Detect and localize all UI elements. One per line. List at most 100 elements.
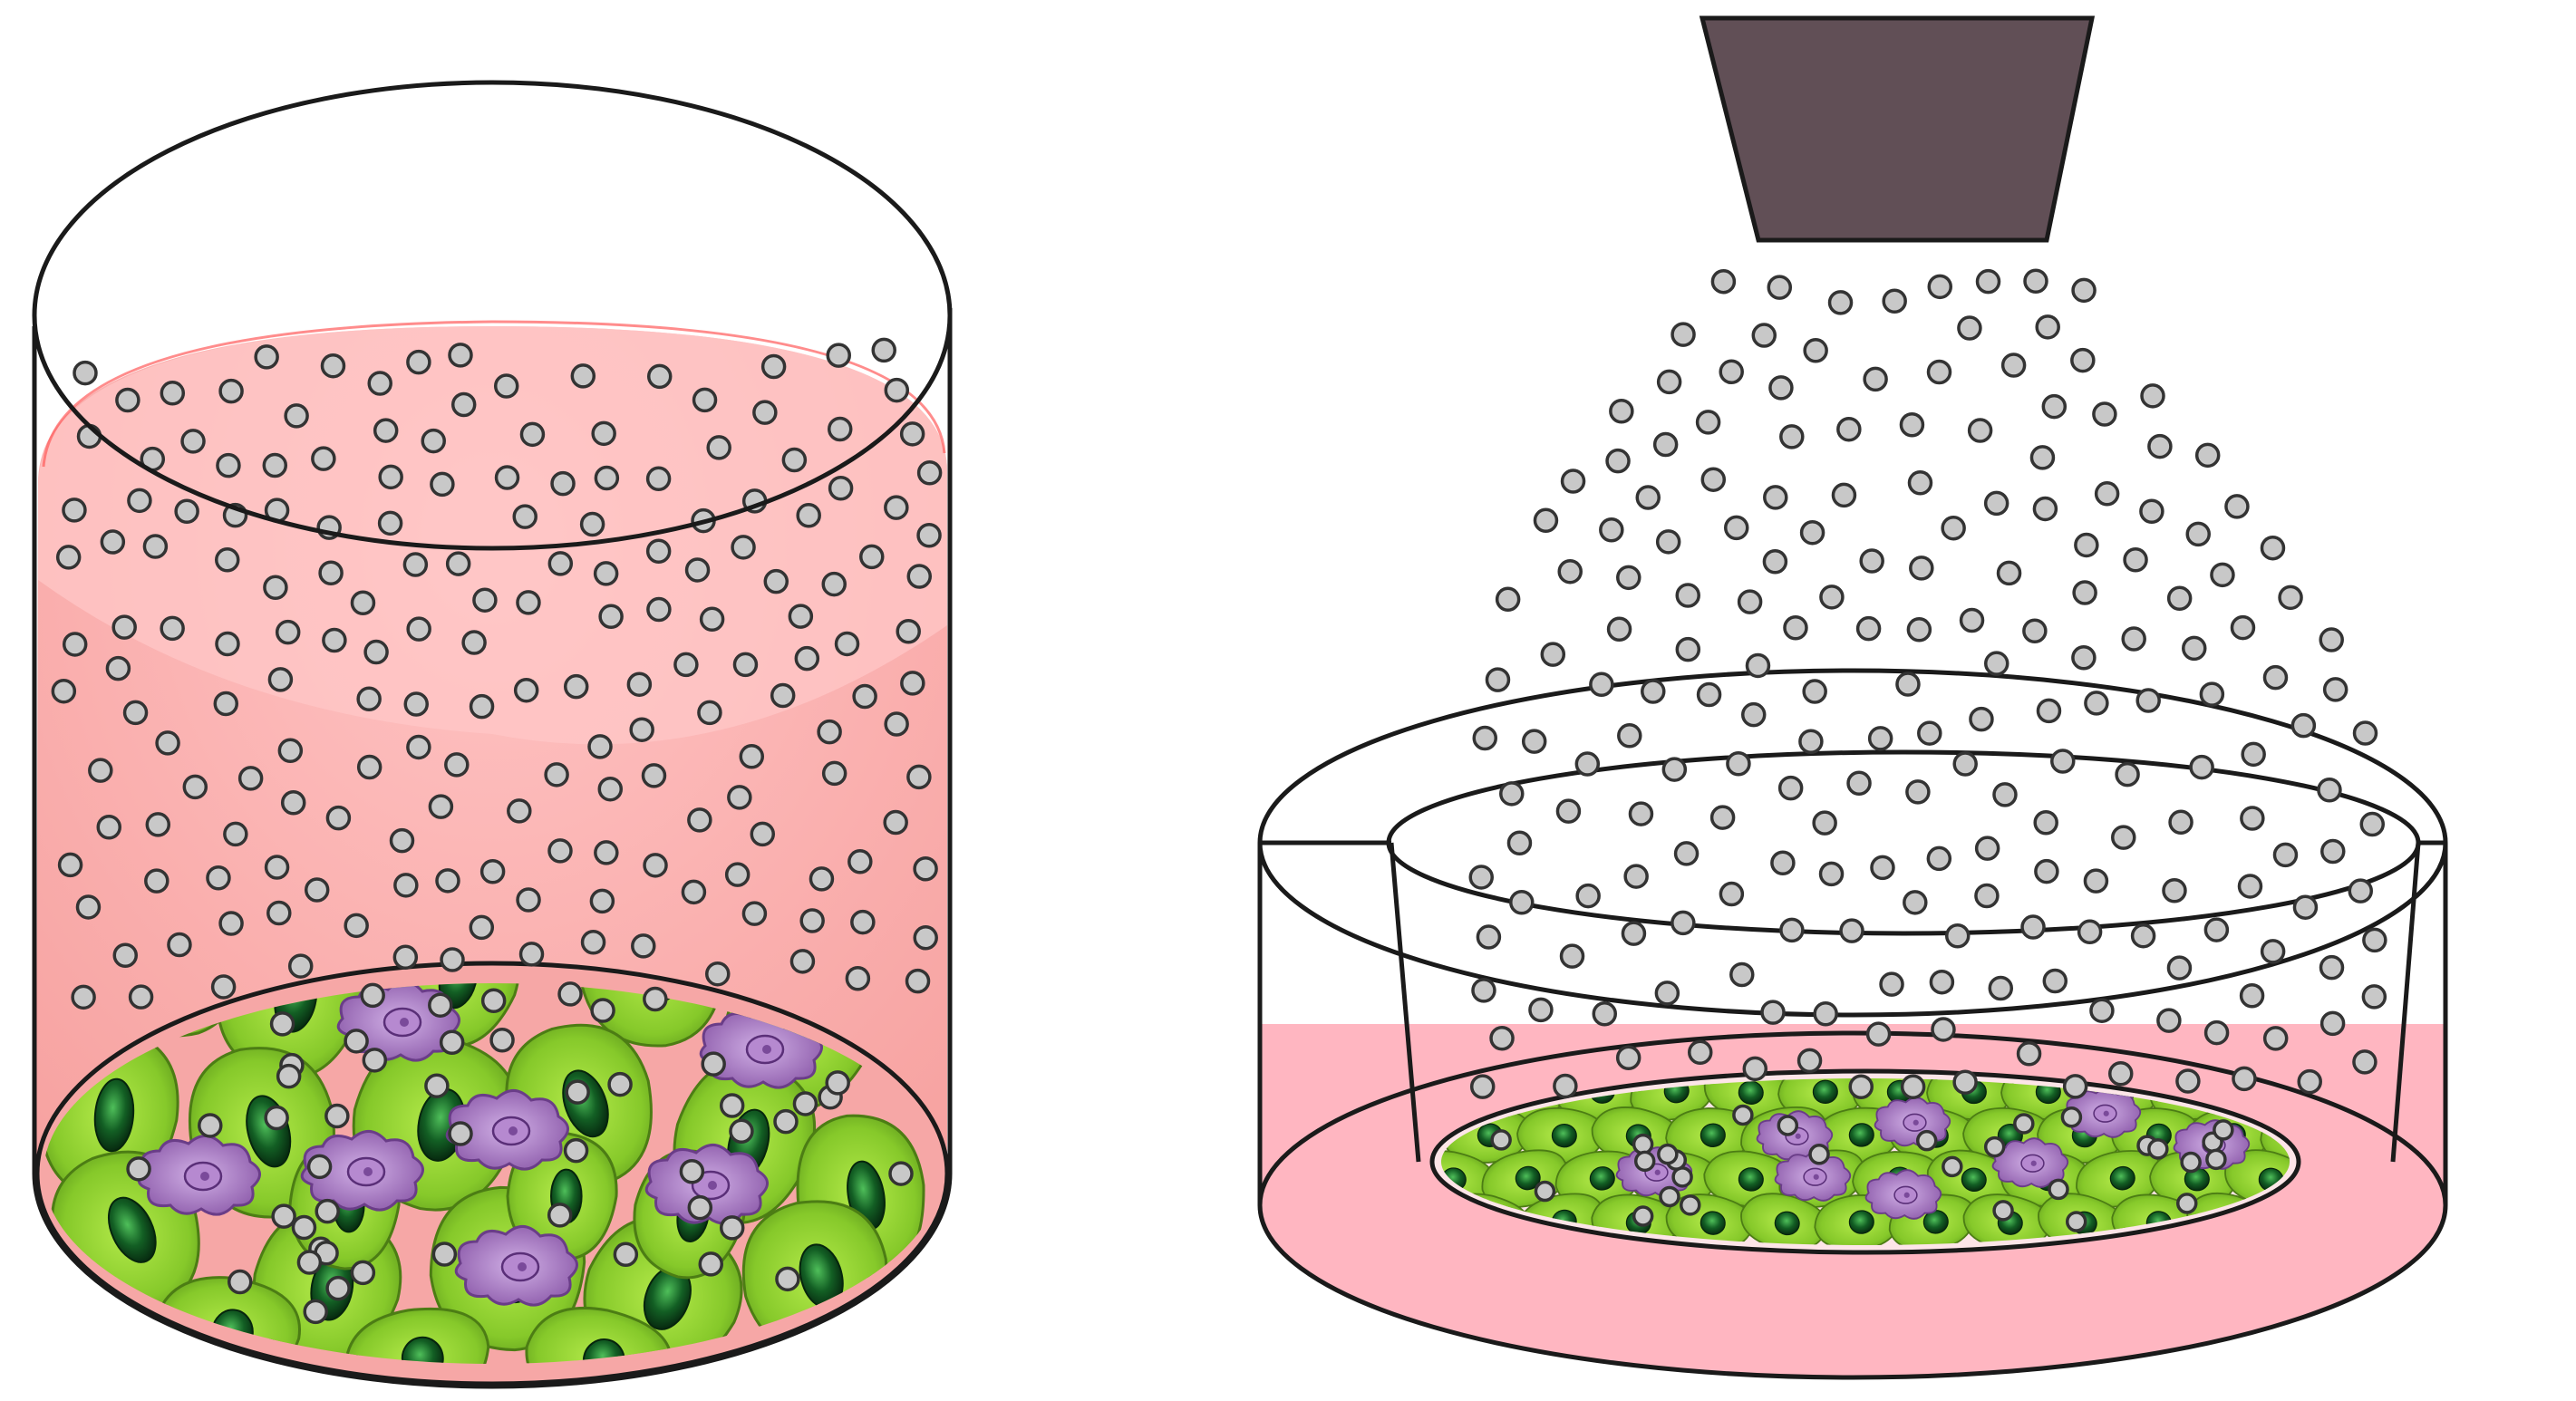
particle-icon [1695, 410, 1721, 435]
particle-icon [264, 855, 290, 880]
particle-icon [697, 700, 722, 726]
particle-icon [850, 909, 876, 935]
epithelial-cell-icon [1740, 1193, 1828, 1245]
particle-icon [263, 575, 288, 601]
particle-icon [2023, 268, 2048, 295]
particle-icon [512, 504, 537, 529]
particle-icon [322, 627, 347, 653]
particle-icon [1623, 864, 1649, 889]
particle-icon [1983, 1135, 2006, 1158]
particle-icon [883, 809, 908, 836]
particle-icon [284, 403, 309, 429]
particle-icon [1495, 586, 1521, 613]
particle-icon [2239, 982, 2265, 1009]
particle-icon [2084, 691, 2109, 716]
particle-icon [2072, 580, 2097, 605]
particle-icon [1917, 720, 1942, 746]
particle-icon [739, 744, 765, 769]
particle-icon [1635, 485, 1661, 510]
particle-icon [1632, 1133, 1654, 1155]
particle-icon [223, 821, 248, 847]
particle-icon [629, 717, 654, 742]
particle-icon [306, 1154, 333, 1180]
particle-icon [303, 1299, 328, 1325]
particle-icon [796, 502, 821, 528]
macrophage-icon [300, 1130, 424, 1212]
particle-icon [519, 421, 546, 448]
particle-icon [687, 807, 712, 833]
particle-icon [1909, 556, 1934, 581]
particle-icon [1770, 850, 1796, 875]
particle-icon [1819, 585, 1845, 610]
particle-icon [2022, 618, 2048, 644]
particle-icon [318, 560, 344, 586]
particle-icon [2162, 878, 2187, 903]
particle-icon [1729, 961, 1755, 988]
particle-icon [827, 416, 853, 442]
particle-icon [1974, 836, 2000, 861]
particle-icon [794, 645, 820, 672]
particle-icon [799, 908, 825, 933]
particle-icon [1490, 1129, 1512, 1151]
macrophage-icon [2064, 1087, 2142, 1138]
particle-icon [237, 766, 264, 791]
particle-icon [547, 551, 574, 576]
particle-icon [2166, 955, 2193, 981]
particle-icon [2070, 347, 2096, 373]
particle-icon [1900, 1074, 1926, 1100]
particle-icon [2121, 626, 2146, 652]
particle-icon [1700, 467, 1727, 492]
particle-icon [96, 814, 121, 840]
particle-icon [1737, 589, 1763, 614]
particle-icon [2020, 914, 2046, 940]
particle-icon [2092, 401, 2117, 427]
particle-icon [701, 1051, 726, 1077]
particle-icon [320, 353, 346, 379]
particle-icon [88, 758, 113, 783]
particle-icon [1659, 1185, 1680, 1208]
particle-icon [1931, 1017, 1956, 1042]
particle-icon [1617, 723, 1642, 749]
particle-icon [2013, 1113, 2035, 1135]
particle-icon [1975, 268, 2001, 295]
particle-icon [2035, 314, 2060, 340]
particle-icon [2048, 1178, 2069, 1201]
particle-icon [2016, 1041, 2042, 1067]
particle-icon [430, 471, 455, 498]
particle-icon [210, 974, 237, 1000]
particle-icon [344, 1029, 369, 1054]
particle-icon [2089, 998, 2115, 1023]
particle-icon [1652, 431, 1679, 458]
particle-icon [2224, 494, 2250, 519]
particle-icon [275, 619, 301, 645]
particle-icon [1846, 770, 1872, 796]
nucleus-icon [1700, 1123, 1726, 1147]
particle-icon [916, 460, 943, 486]
particle-icon [291, 1214, 317, 1241]
particle-icon [112, 942, 139, 968]
particle-icon [2260, 939, 2286, 964]
particle-icon [1836, 416, 1862, 442]
air-liquid-interface-exposure [1257, 15, 2448, 1380]
particle-icon [613, 1242, 639, 1268]
particle-icon [884, 377, 910, 403]
particle-icon [213, 691, 239, 717]
particle-icon [1926, 845, 1952, 872]
particle-icon [160, 615, 185, 642]
particle-icon [906, 764, 932, 790]
particle-icon [2272, 842, 2299, 868]
particle-icon [155, 730, 180, 756]
particle-icon [2065, 1211, 2087, 1232]
particle-icon [167, 932, 192, 958]
particle-icon [174, 498, 199, 525]
particle-icon [1867, 726, 1893, 751]
particle-icon [2041, 393, 2068, 420]
macrophage-icon [1864, 1169, 1942, 1220]
nucleus-icon [1812, 1079, 1838, 1105]
particle-icon [1745, 652, 1771, 679]
particle-icon [1870, 855, 1895, 881]
particle-icon [698, 1251, 724, 1277]
particle-icon [1719, 359, 1744, 385]
particle-icon [406, 616, 431, 642]
particle-icon [1661, 757, 1688, 782]
